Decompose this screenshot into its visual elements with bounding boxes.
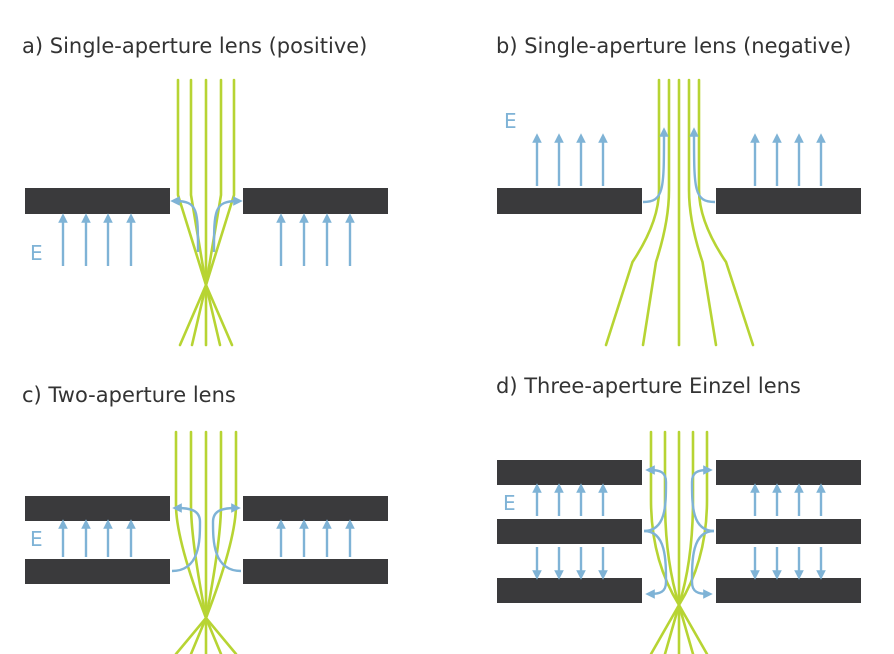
electrode-plate <box>497 519 642 544</box>
panel-d-beam-lines <box>649 430 709 654</box>
panel-c-beam-lines <box>174 430 238 654</box>
panel-c: E <box>25 430 388 654</box>
panel-title-a: a) Single-aperture lens (positive) <box>22 34 368 58</box>
field-label-e: E <box>30 241 43 265</box>
electrode-plate <box>716 460 861 485</box>
panel-b-beam-lines <box>604 78 755 347</box>
electrode-plate <box>243 496 388 521</box>
panel-b-field-arrows <box>532 127 826 204</box>
panel-a-beam-lines <box>176 78 236 347</box>
field-arrow <box>690 465 715 533</box>
electrode-plate <box>497 460 642 485</box>
panel-a: E <box>25 78 388 347</box>
field-arrow <box>171 503 202 573</box>
field-arrow <box>170 196 200 253</box>
field-label-e: E <box>503 491 516 515</box>
beam-line <box>687 78 718 347</box>
electrode-plate <box>243 188 388 214</box>
field-label-e: E <box>504 109 517 133</box>
electrode-plate <box>25 188 170 214</box>
electrode-plate <box>716 578 861 603</box>
field-arrow <box>689 127 716 204</box>
field-arrow <box>643 465 668 533</box>
field-arrow <box>690 529 715 599</box>
panel-d-field-arrows <box>532 465 826 599</box>
electrode-plate <box>716 188 861 214</box>
beam-line <box>641 78 671 347</box>
field-arrow <box>643 529 668 599</box>
field-arrow <box>642 127 669 204</box>
field-arrow <box>211 503 242 573</box>
electrode-plate <box>497 188 642 214</box>
panel-title-d: d) Three-aperture Einzel lens <box>496 374 801 398</box>
panel-title-b: b) Single-aperture lens (negative) <box>496 34 852 58</box>
beam-line <box>649 430 709 654</box>
beam-line <box>604 78 661 347</box>
field-label-e: E <box>30 527 43 551</box>
electrode-plate <box>497 578 642 603</box>
beam-line <box>176 78 234 347</box>
electrode-plate <box>243 559 388 584</box>
electrode-plate <box>25 496 170 521</box>
panel-c-field-arrows <box>58 503 355 573</box>
panel-a-field-arrows <box>58 196 355 266</box>
beam-line <box>697 78 755 347</box>
panel-title-c: c) Two-aperture lens <box>22 383 236 407</box>
field-arrow <box>212 196 243 253</box>
panel-b: E <box>497 78 861 347</box>
electrode-plate <box>716 519 861 544</box>
electrode-plate <box>25 559 170 584</box>
panel-d: E <box>497 430 861 654</box>
beam-line <box>178 78 236 347</box>
